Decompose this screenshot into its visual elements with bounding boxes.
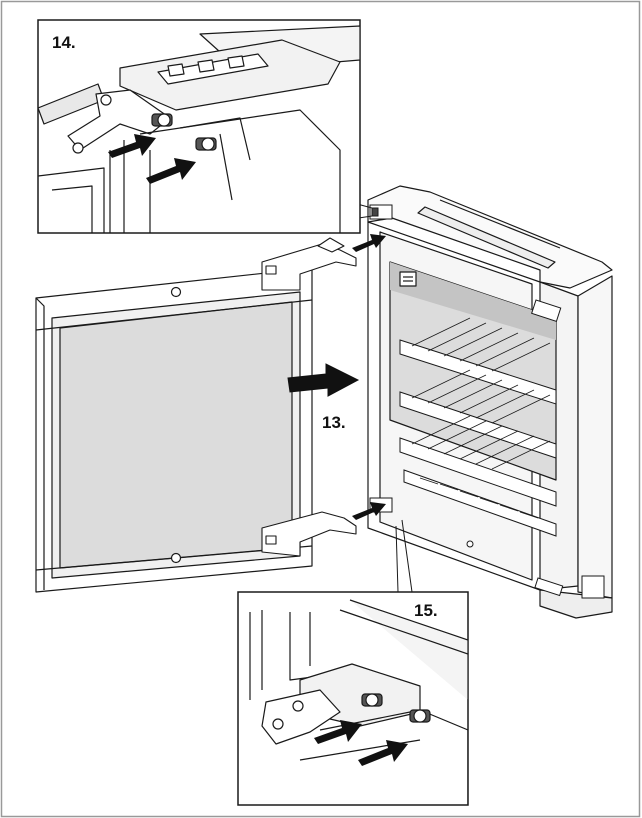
move-arrow-13 [287,363,360,397]
step-13-label: 13. [322,413,346,432]
step-15-label: 15. [414,601,438,620]
detail-inset-15: 15. [237,591,469,806]
door-hinges [261,237,357,557]
door-panel [35,267,313,593]
appliance-shelves [369,204,605,599]
detail-inset-14: 14. [37,19,361,234]
hinge-arrows-main [352,234,386,520]
step-14-label: 14. [52,33,76,52]
